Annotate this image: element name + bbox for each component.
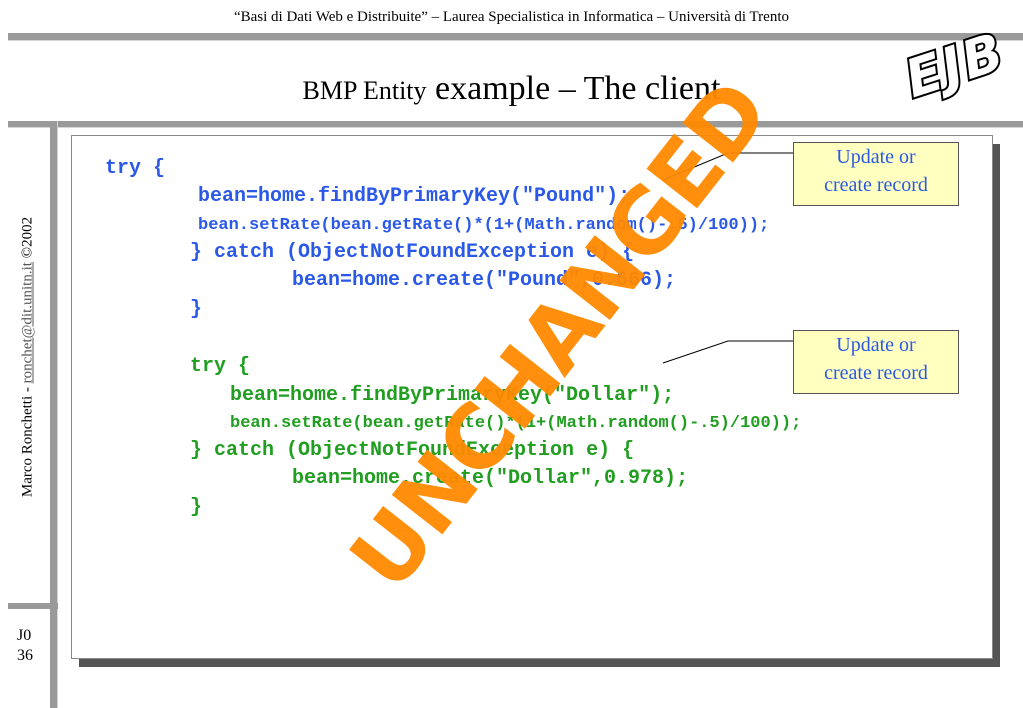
code-panel (71, 135, 993, 659)
course-header: “Basi di Dati Web e Distribuite” – Laure… (233, 9, 790, 25)
author-credit: Marco Ronchetti - ronchet@dit.unitn.it ©… (20, 217, 37, 497)
code-line: bean=home.create("Dollar",0.978); (292, 467, 689, 490)
author-name: Marco Ronchetti (19, 395, 36, 498)
title-large: example – The client (426, 70, 721, 107)
slide-title: BMP Entity example – The client (0, 70, 1023, 108)
separator: - (19, 383, 36, 396)
callout-line: create record (824, 174, 928, 196)
callout-line: Update or (836, 334, 916, 356)
code-line: bean=home.create("Pound",0.666); (292, 269, 677, 292)
footer-rule (8, 603, 58, 609)
title-small: BMP Entity (302, 76, 427, 105)
page-section: J0 (17, 627, 32, 644)
page-index: 36 (17, 647, 33, 664)
top-rule (8, 33, 1023, 41)
code-line: bean.setRate(bean.getRate()*(1+(Math.ran… (230, 414, 802, 433)
code-line: try { (190, 355, 251, 378)
title-rule (8, 121, 1023, 128)
callout-line: Update or (836, 146, 916, 168)
code-line: bean.setRate(bean.getRate()*(1+(Math.ran… (198, 216, 770, 235)
code-line: bean=home.findByPrimaryKey("Dollar"); (230, 384, 675, 407)
code-line: } (190, 298, 203, 321)
copyright: ©2002 (19, 216, 36, 263)
code-line: bean=home.findByPrimaryKey("Pound"); (198, 185, 631, 208)
code-line: } catch (ObjectNotFoundException e) { (190, 241, 635, 264)
sidebar-rule (50, 121, 58, 708)
code-line: } catch (ObjectNotFoundException e) { (190, 439, 635, 462)
author-email-link[interactable]: ronchet@dit.unitn.it (19, 262, 36, 384)
callout-line: create record (824, 362, 928, 384)
callout-update-record: Update or create record (793, 142, 959, 206)
callout-update-record: Update or create record (793, 330, 959, 394)
code-line: try { (105, 157, 166, 180)
code-line: } (190, 496, 203, 519)
